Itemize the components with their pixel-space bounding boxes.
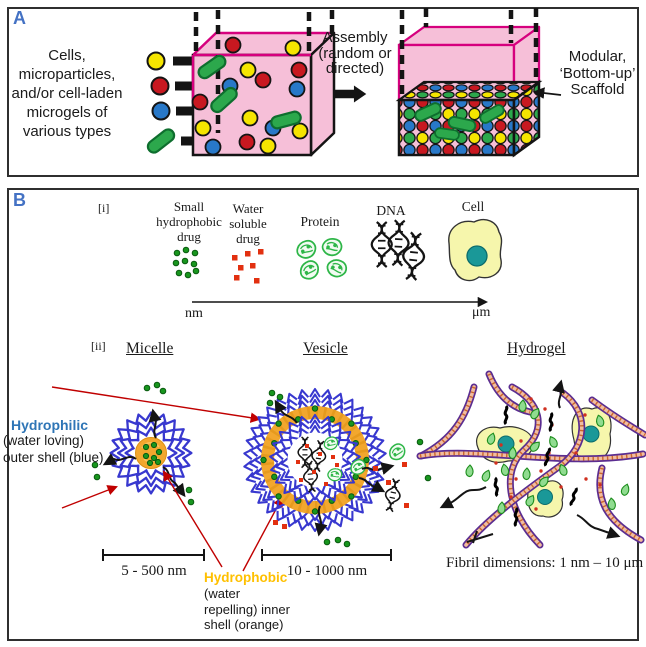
water-drug-squares	[232, 249, 264, 284]
hydrophobic-caption: (water repelling) inner shell (orange)	[204, 586, 290, 633]
fibril-dimensions-label: Fibril dimensions: 1 nm – 10 μm	[446, 555, 644, 571]
section-i-tag: [i]	[98, 201, 110, 215]
vesicle-release-arrows	[274, 399, 395, 537]
hydrogel-release-arrows	[439, 379, 621, 539]
intro-line-2: microparticles,	[18, 66, 116, 83]
micelle-scale-bar	[102, 549, 205, 561]
vesicle-released-dots	[266, 389, 432, 548]
micelle-released-dots	[91, 381, 195, 506]
intro-line-4: microgels of	[26, 104, 108, 121]
small-drug-line-1: Small	[173, 199, 205, 214]
small-drug-label: Small hydrophobic drug	[150, 199, 228, 244]
hydrogel-diagram	[416, 370, 646, 549]
modular-pointer-arrow	[532, 87, 562, 99]
section-ii-tag: [ii]	[91, 339, 106, 353]
small-drug-line-3: drug	[177, 229, 201, 244]
hydrophobic-line-2: repelling) inner	[204, 601, 290, 617]
panel-a-label: A	[13, 8, 26, 28]
cell-icon	[448, 218, 503, 282]
panel-a-intro-text: Cells, microparticles, and/or cell-laden…	[8, 46, 126, 141]
protein-label: Protein	[300, 214, 340, 229]
vesicle-scale-bar	[261, 549, 392, 561]
cell-label: Cell	[461, 199, 485, 214]
hydrophobic-title: Hydrophobic	[204, 570, 288, 585]
fibril-end-cap	[466, 530, 494, 544]
micelle-header: Micelle	[126, 340, 174, 357]
hydrophobic-line-1: (water	[204, 586, 241, 601]
water-drug-line-1: Water	[232, 201, 264, 216]
panel-b-label: B	[13, 190, 26, 210]
vesicle-cargo	[296, 436, 368, 494]
modular-line-3: Scaffold	[570, 81, 625, 98]
scale-um-label: μm	[472, 305, 491, 320]
dna-icons	[370, 218, 428, 282]
dna-label: DNA	[376, 203, 406, 218]
hydrogel-fibrils	[416, 370, 646, 549]
vesicle-diagram	[243, 387, 432, 548]
hydrophilic-caption: (water loving) outer shell (blue)	[3, 432, 104, 466]
water-drug-line-3: drug	[236, 231, 260, 246]
micelle-diagram	[91, 381, 195, 506]
hydrogel-red-dots	[494, 397, 602, 511]
water-drug-label: Water soluble drug	[216, 201, 280, 246]
assembly-arrow	[334, 85, 367, 103]
assembly-line-2: (random or	[318, 44, 392, 62]
assembly-line-3: directed)	[325, 60, 385, 77]
hydrophilic-title: Hydrophilic	[11, 417, 89, 433]
intro-line-5: various types	[22, 123, 112, 140]
vesicle-scale-label: 10 - 1000 nm	[286, 563, 368, 579]
hydrophilic-line-2: outer shell (blue)	[3, 450, 104, 465]
water-drug-line-2: soluble	[229, 216, 267, 231]
modular-line-1: Modular,	[568, 48, 627, 65]
assembly-line-1: Assembly	[322, 29, 388, 46]
protein-icons	[296, 234, 351, 282]
modular-scaffold-text: Modular, ‘Bottom-up’ Scaffold	[550, 48, 645, 99]
hydrophilic-line-1: (water loving)	[3, 433, 85, 448]
random-mix-cube	[191, 10, 336, 157]
ingredient-icons-column	[144, 51, 178, 157]
assembly-text: Assembly (random or directed)	[316, 30, 394, 77]
vesicle-header: Vesicle	[303, 340, 348, 357]
scale-nm-label: nm	[185, 306, 203, 321]
modular-line-2: ‘Bottom-up’	[559, 64, 636, 82]
assembled-scaffold-cube	[395, 8, 543, 158]
hydrophobic-line-3: shell (orange)	[204, 617, 284, 632]
small-drug-dots	[172, 246, 200, 279]
intro-line-1: Cells,	[48, 47, 86, 64]
micelle-scale-label: 5 - 500 nm	[121, 563, 187, 579]
hydrogel-header: Hydrogel	[507, 340, 566, 357]
small-drug-line-2: hydrophobic	[156, 214, 222, 229]
micelle-cargo-dots	[142, 441, 163, 467]
vesicle-released-squares	[273, 462, 409, 529]
intro-line-3: and/or cell-laden	[11, 85, 123, 102]
